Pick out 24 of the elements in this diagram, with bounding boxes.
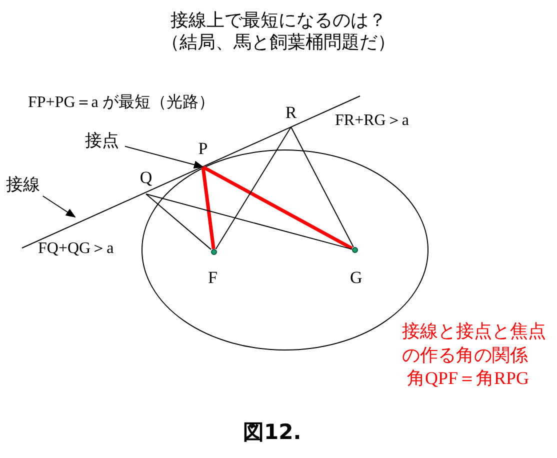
callout-text: 接点 bbox=[85, 130, 125, 152]
title: 接線上で最短になるのは？（結局、馬と飼葉桶問題だ） bbox=[160, 10, 396, 54]
point-label: F bbox=[208, 268, 218, 288]
figure-caption: 図12. bbox=[243, 420, 302, 444]
line-segment bbox=[146, 194, 212, 250]
equation-text: FP+PG＝a が最短（光路） bbox=[28, 94, 214, 112]
note-text: 接線と接点と焦点の作る角の関係 bbox=[402, 320, 547, 368]
leader-arrow bbox=[124, 146, 204, 169]
point-label: Q bbox=[137, 168, 155, 194]
callout-text: 接線 bbox=[6, 174, 46, 196]
line-segment bbox=[202, 165, 353, 250]
leader-arrow bbox=[42, 196, 76, 218]
point-label: G bbox=[350, 268, 362, 288]
inequality-text: FQ+QG＞a bbox=[38, 240, 114, 258]
focus-dot bbox=[211, 249, 217, 255]
line-segment bbox=[215, 126, 292, 250]
line-segment bbox=[290, 126, 354, 248]
point-label: P bbox=[194, 139, 212, 167]
line-segment bbox=[201, 166, 216, 250]
point-label: R bbox=[282, 103, 300, 127]
line-segment bbox=[146, 194, 352, 250]
equation-text: 角QPF＝角RPG bbox=[407, 368, 530, 389]
inequality-text: FR+RG＞a bbox=[335, 112, 409, 130]
focus-dot bbox=[352, 247, 358, 253]
